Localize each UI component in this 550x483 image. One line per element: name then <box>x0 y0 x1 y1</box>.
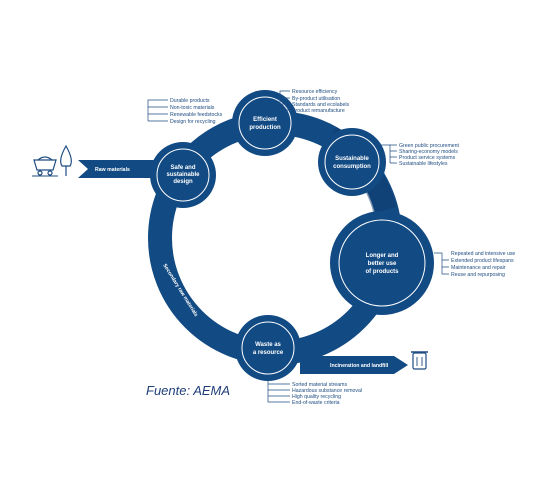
efficient-item-3: Standards and ecolabels <box>292 102 350 108</box>
longer-item-1: Repeated and intensive use <box>451 251 515 257</box>
consumption-item-4: Sustainable lifestyles <box>399 161 448 167</box>
safe-design-title-1: Safe and <box>170 165 195 171</box>
node-safe-design: Safe and sustainable design <box>150 142 216 208</box>
safe-item-3: Renewable feedstocks <box>170 112 223 118</box>
longer-title-2: better use <box>368 261 397 267</box>
node-efficient-production: Efficient production <box>232 90 298 156</box>
safe-design-title-2: sustainable <box>166 172 200 178</box>
waste-title-2: a resource <box>253 350 284 356</box>
label-brackets <box>147 90 449 403</box>
waste-item-1: Sorted material streams <box>292 382 347 388</box>
longer-title-1: Longer and <box>366 253 399 259</box>
efficient-item-1: Resource efficiency <box>292 89 338 95</box>
efficient-item-4: Product remanufacture <box>292 108 345 114</box>
waste-item-4: End-of-waste criteria <box>292 400 340 406</box>
incineration-arrow <box>300 356 408 374</box>
safe-design-title-3: design <box>173 179 193 185</box>
efficient-title-2: production <box>249 125 281 131</box>
consumption-title-1: Sustainable <box>335 156 369 162</box>
consumption-item-3: Product service systems <box>399 155 456 161</box>
mine-cart-icon <box>32 156 58 177</box>
node-waste-resource: Waste as a resource <box>235 315 301 381</box>
waste-bin-icon <box>411 351 428 370</box>
longer-item-2: Extended product lifespans <box>451 258 514 264</box>
tree-icon <box>60 144 72 176</box>
longer-item-3: Maintenance and repair <box>451 265 506 271</box>
raw-materials-arrow <box>78 160 170 178</box>
node-longer-use: Longer and better use of products <box>330 211 434 315</box>
safe-item-4: Design for recycling <box>170 119 216 125</box>
waste-title-1: Waste as <box>255 342 281 348</box>
longer-item-4: Reuse and repurposing <box>451 272 505 278</box>
source-caption: Fuente: AEMA <box>146 383 231 398</box>
efficient-item-2: By-product utilisation <box>292 96 340 102</box>
consumption-item-1: Green public procurement <box>399 143 460 149</box>
waste-item-2: Hazardous substance removal <box>292 388 362 394</box>
efficient-title-1: Efficient <box>253 117 277 123</box>
incineration-label: Incineration and landfill <box>330 363 389 369</box>
safe-item-1: Durable products <box>170 98 210 104</box>
waste-item-3: High quality recycling <box>292 394 341 400</box>
longer-title-3: of products <box>366 269 400 275</box>
safe-item-2: Non-toxic materials <box>170 105 215 111</box>
consumption-title-2: consumption <box>333 164 371 170</box>
raw-materials-label: Raw materials <box>95 167 130 173</box>
node-sustainable-consumption: Sustainable consumption <box>318 128 386 196</box>
consumption-item-2: Sharing-economy models <box>399 149 458 155</box>
